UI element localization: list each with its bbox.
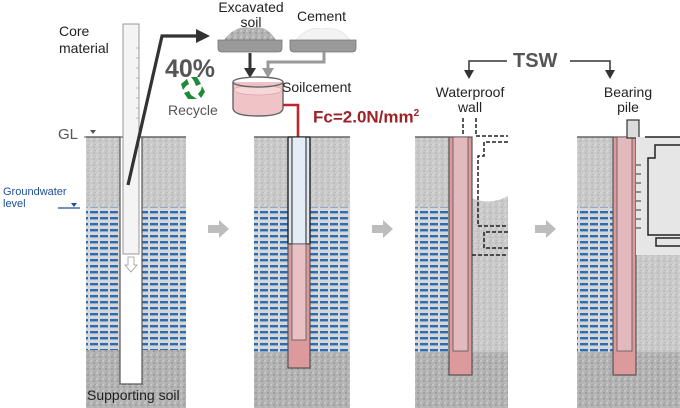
shear-connectors <box>636 164 641 229</box>
arrow-head-icon <box>262 68 274 78</box>
excavated-soil-arrow <box>126 34 198 186</box>
recycle-label: Recycle <box>168 102 218 118</box>
groundwater-marker-icon <box>71 203 77 207</box>
gl-marker-icon <box>90 130 96 134</box>
core-material-label: Core material <box>59 23 109 57</box>
step-1-excavation <box>58 23 210 408</box>
supporting-soil-label: Supporting soil <box>87 387 180 403</box>
right-arrow-icon <box>372 220 393 238</box>
arrow-head-icon <box>464 70 474 79</box>
soil-right <box>142 137 186 207</box>
arrow-head-icon <box>196 29 210 43</box>
strength-label: Fc=2.0N/mm2 <box>313 105 419 127</box>
gl-label: GL <box>58 126 79 143</box>
down-arrow-icon <box>124 256 138 273</box>
core-material-ticks <box>136 47 139 119</box>
step-2-soilcement-fill <box>254 136 350 408</box>
step-3-waterproof-wall <box>415 118 508 408</box>
planned-building-outline <box>462 118 508 256</box>
soil-left <box>86 137 120 207</box>
right-arrow-icon <box>208 220 229 238</box>
arrow-head-icon <box>244 68 256 78</box>
arrow-head-icon <box>605 70 615 79</box>
pile-head <box>626 119 640 139</box>
excavated-soil-label: Excavated soil <box>213 0 289 30</box>
cement-to-cup-arrow <box>266 52 326 70</box>
core-material-label-line1: Core <box>59 23 90 39</box>
soilcement-label: Soilcement <box>282 79 352 95</box>
waterproof-wall-label: Waterproof wall <box>428 85 512 115</box>
groundwater-right <box>142 207 186 350</box>
excavated-soil-tray <box>217 27 283 53</box>
strength-value: Fc=2.0N/mm <box>313 107 414 127</box>
cement-label: Cement <box>297 8 347 24</box>
tsw-bracket-left <box>468 60 507 72</box>
tsw-bracket-right <box>570 60 611 72</box>
recycle-icon <box>181 77 205 99</box>
tsw-label: TSW <box>513 50 558 72</box>
groundwater-level-label: Groundwater level <box>3 186 67 210</box>
recycle-percent: 40% <box>165 55 216 83</box>
waterproof-wall-label-line2: wall <box>457 99 483 115</box>
soilcement-cup <box>232 76 284 117</box>
core-material <box>122 23 140 255</box>
right-arrow-icon <box>535 220 556 238</box>
groundwater-left <box>86 207 120 350</box>
bearing-pile-label-line2: pile <box>617 99 639 115</box>
excavated-soil-label-line1: Excavated <box>218 0 284 15</box>
excavated-soil-label-line2: soil <box>240 14 262 30</box>
groundwater-label-line1: Groundwater <box>3 186 67 198</box>
bearing-pile-label-line1: Bearing <box>603 84 653 100</box>
cement-tray <box>289 28 357 53</box>
strength-exponent: 2 <box>413 108 420 119</box>
building-outline <box>647 144 680 247</box>
waterproof-wall-label-line1: Waterproof <box>435 84 505 100</box>
bearing-pile-label: Bearing pile <box>598 85 658 115</box>
step-4-bearing-pile <box>577 119 680 408</box>
core-material-label-line2: material <box>59 40 109 56</box>
groundwater-label-line2: level <box>3 198 26 210</box>
